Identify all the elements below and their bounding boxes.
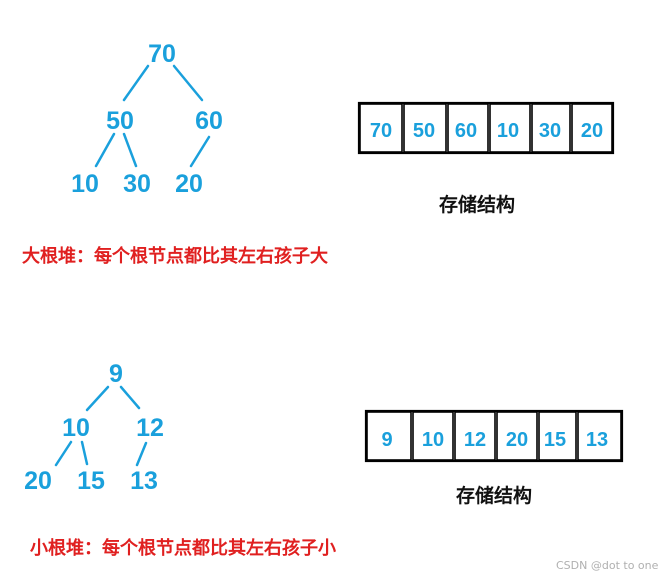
- max-heap-cell-text-4: 30: [539, 120, 561, 142]
- max-heap-node-10: 10: [71, 170, 99, 198]
- max-heap-edge-70-50: [122, 64, 150, 102]
- min-heap-cell-1: [412, 411, 454, 461]
- min-heap-caption: 小根堆：每个根节点都比其左右孩子小: [30, 537, 336, 559]
- min-heap-edge-10-20: [54, 440, 73, 467]
- min-heap-cell-text-0: 9: [381, 429, 392, 451]
- min-heap-node-9: 9: [109, 360, 123, 388]
- max-heap-storage-label: 存储结构: [439, 193, 515, 216]
- max-heap-cell-3: [489, 103, 531, 153]
- max-heap-edge-50-10: [94, 132, 116, 168]
- max-heap-cell-text-1: 50: [413, 120, 435, 142]
- min-heap-cell-text-1: 10: [422, 429, 444, 451]
- min-heap-node-13: 13: [130, 467, 158, 495]
- min-heap-cell-text-2: 12: [464, 429, 486, 451]
- min-heap-node-10: 10: [62, 414, 90, 442]
- max-heap-cell-text-2: 60: [455, 120, 477, 142]
- min-heap-cell-4: [538, 411, 577, 461]
- min-heap-node-15: 15: [77, 467, 105, 495]
- max-heap-tree: 70 50 60 10 30 20: [71, 40, 223, 198]
- min-heap-cell-5: [577, 411, 622, 461]
- min-heap-node-20: 20: [24, 467, 52, 495]
- max-heap-array: 70 50 60 10 30 20: [357, 101, 615, 155]
- min-heap-edge-10-15: [80, 440, 89, 466]
- max-heap-node-50: 50: [106, 107, 134, 135]
- min-heap-array-frame: [364, 409, 624, 463]
- max-heap-cell-5: [571, 103, 613, 153]
- max-heap-cell-text-3: 10: [497, 120, 519, 142]
- max-heap-cell-text-0: 70: [370, 120, 392, 142]
- max-heap-node-30: 30: [123, 170, 151, 198]
- min-heap-cell-text-4: 15: [544, 429, 566, 451]
- max-heap-cell-text-5: 20: [581, 120, 603, 142]
- min-heap-array: 9 10 12 20 15 13: [364, 409, 624, 463]
- max-heap-node-60: 60: [195, 107, 223, 135]
- min-heap-edge-9-12: [119, 385, 141, 410]
- min-heap-cell-text-5: 13: [586, 429, 608, 451]
- max-heap-edge-70-60: [172, 64, 204, 102]
- max-heap-edge-60-20: [189, 135, 211, 168]
- min-heap-cell-text-3: 20: [506, 429, 528, 451]
- min-heap-edge-12-13: [135, 441, 148, 467]
- max-heap-array-frame: [357, 101, 615, 155]
- min-heap-tree: 9 10 12 20 15 13: [24, 360, 164, 495]
- min-heap-edge-9-10: [85, 385, 110, 412]
- max-heap-edge-50-30: [122, 132, 138, 168]
- max-heap-node-70: 70: [148, 40, 176, 68]
- min-heap-node-12: 12: [136, 414, 164, 442]
- watermark: CSDN @dot to one: [556, 559, 659, 572]
- min-heap-storage-label: 存储结构: [456, 484, 532, 507]
- max-heap-caption: 大根堆：每个根节点都比其左右孩子大: [22, 245, 328, 267]
- max-heap-node-20: 20: [175, 170, 203, 198]
- min-heap-cell-2: [454, 411, 496, 461]
